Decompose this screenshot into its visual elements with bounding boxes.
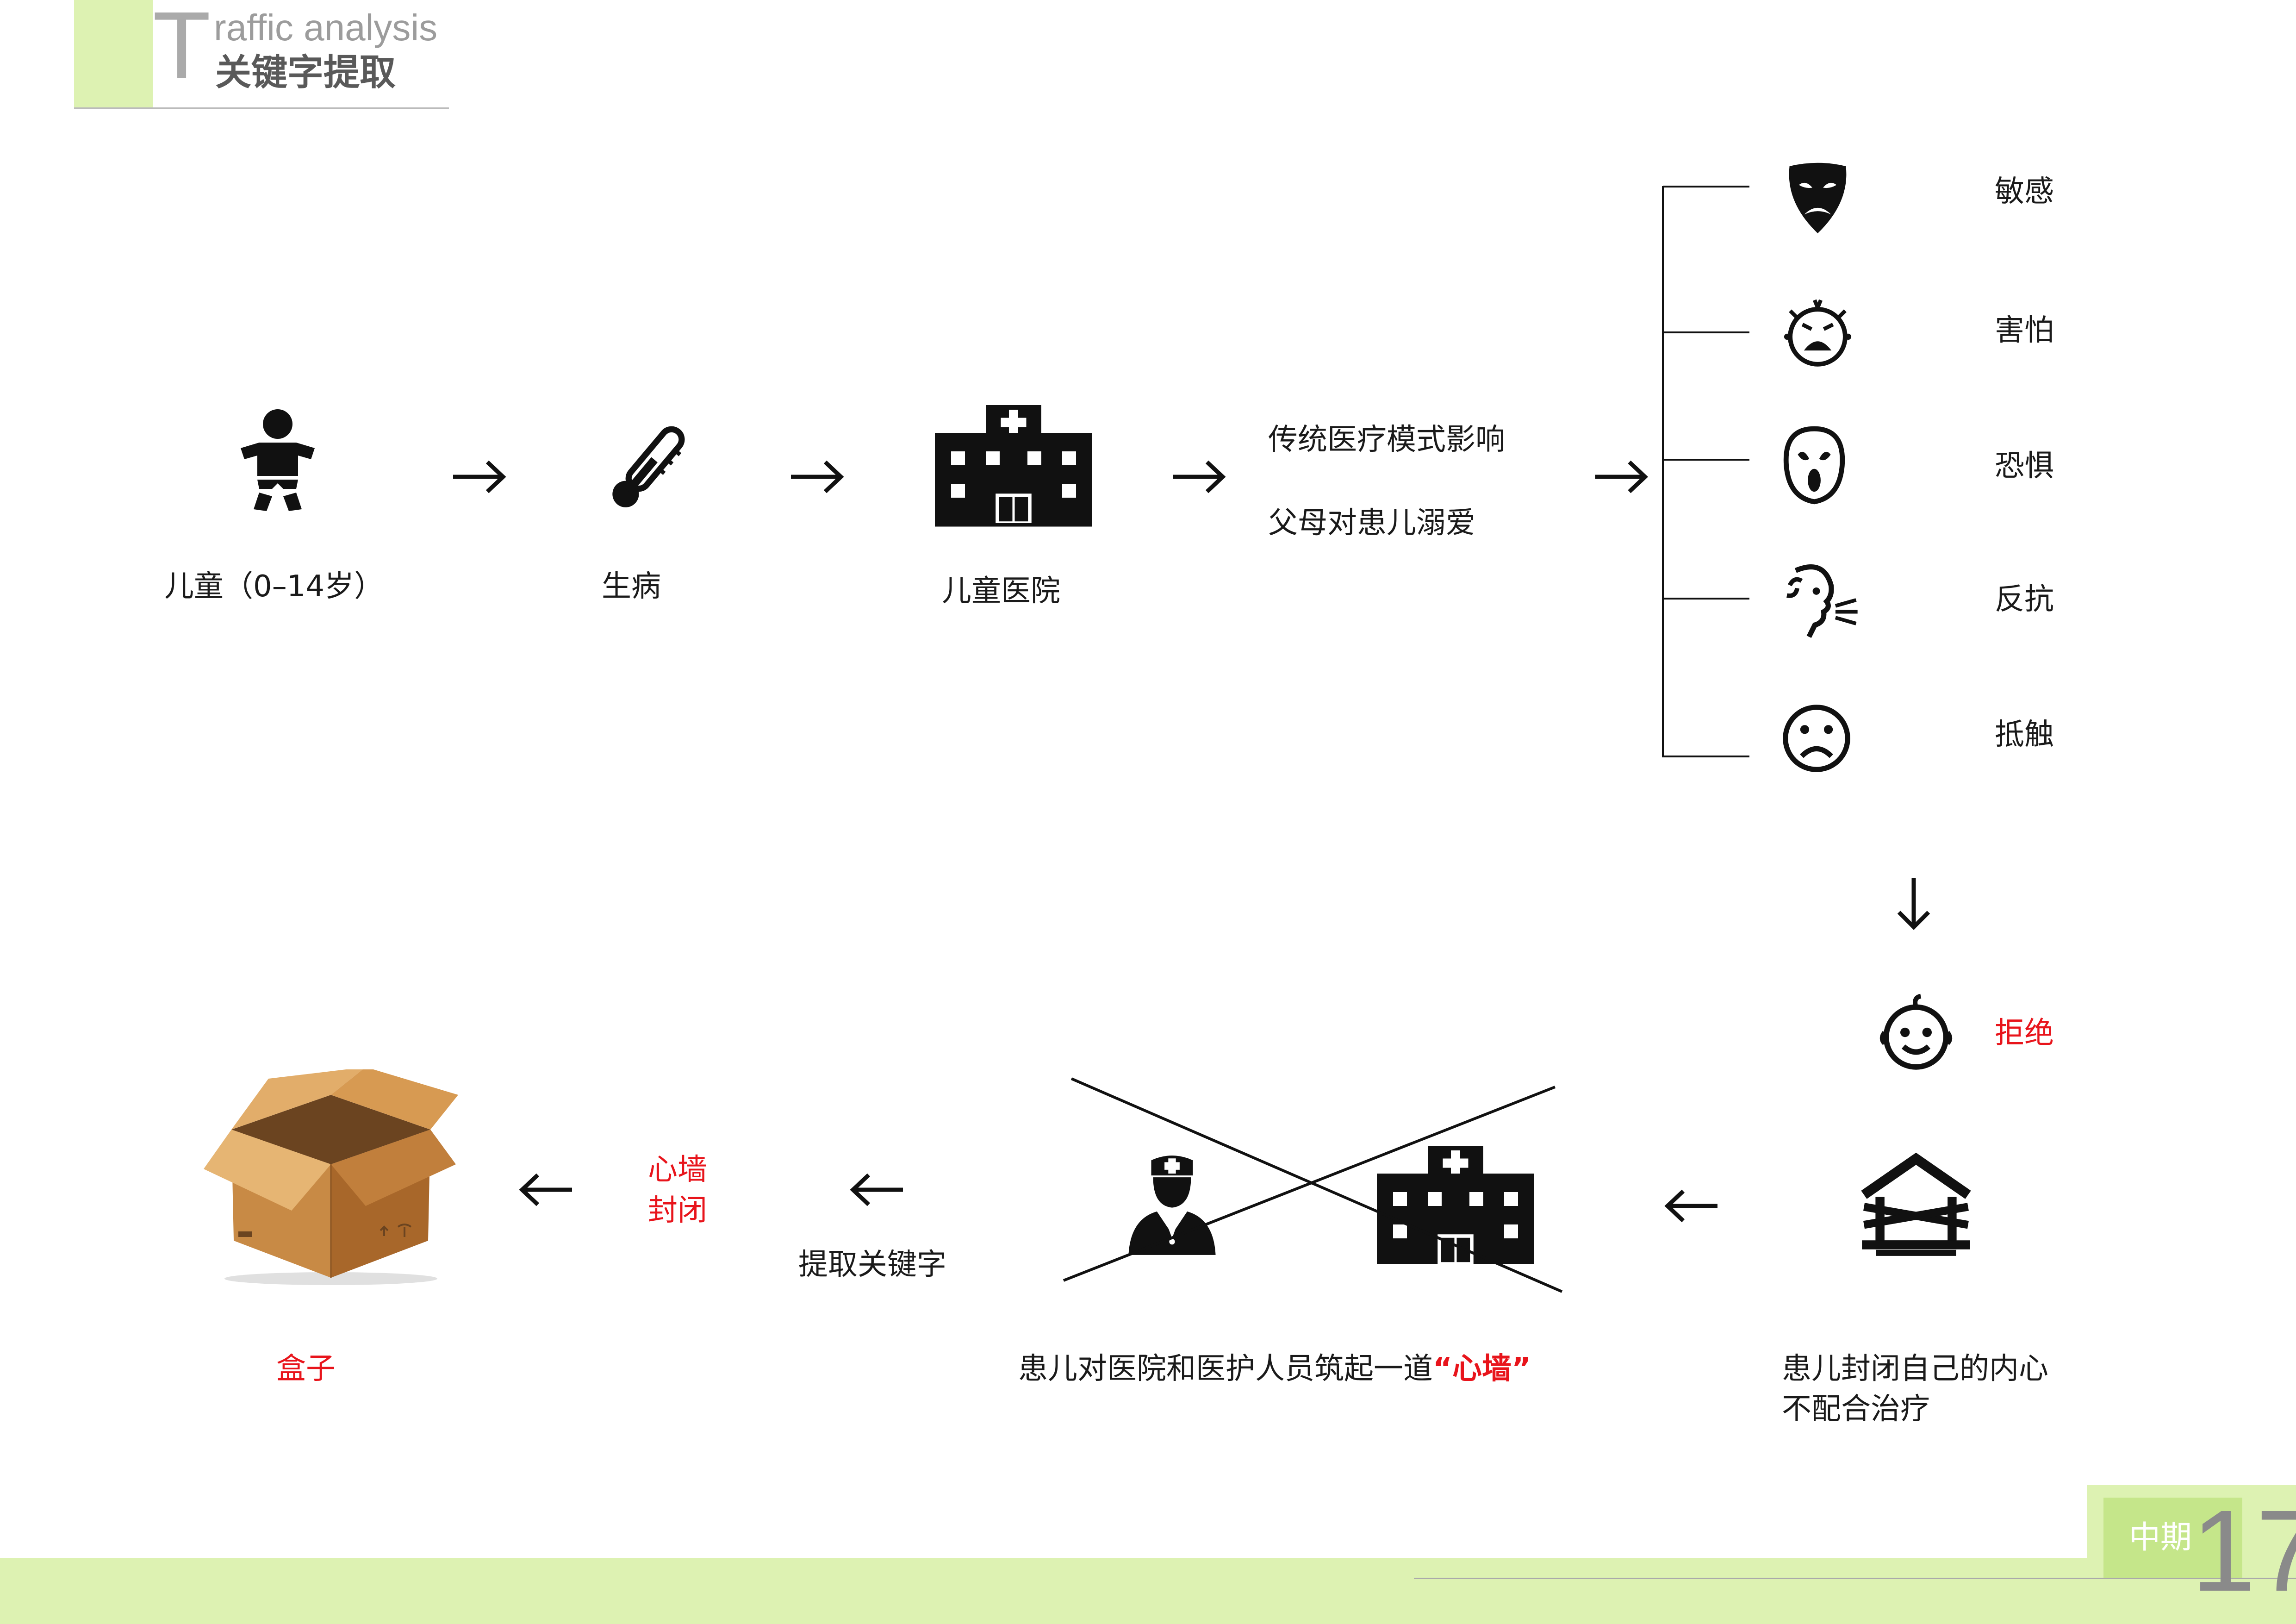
shouting-face-icon: [1780, 562, 1860, 641]
footer-divider: [1414, 1578, 2296, 1579]
extract-label: 提取关键字: [798, 1248, 946, 1282]
emotion-label-fear: 恐惧: [1995, 449, 2054, 483]
footer-stage-label: 中期: [2129, 1519, 2192, 1556]
cross-out-lines: [1060, 1074, 1569, 1296]
cardboard-box-icon: [199, 1069, 463, 1287]
baby-face-icon: [1877, 993, 1955, 1072]
influence-line-1: 传统医疗模式影响: [1268, 423, 1505, 457]
emotion-label-sensitive: 敏感: [1995, 175, 2054, 209]
refuse-label: 拒绝: [1995, 1016, 2054, 1050]
child-label: 儿童（0–14岁）: [164, 569, 384, 604]
wall-text: 患儿对医院和医护人员筑起一道: [1018, 1352, 1433, 1386]
footer-page-number: 17: [2191, 1486, 2296, 1615]
hospital-crossed-icon: [1375, 1143, 1537, 1268]
arrow-right-2: [789, 458, 845, 495]
header-title-cn: 关键字提取: [215, 52, 396, 94]
footer-green-band: [0, 1558, 2296, 1624]
self-close-line-2: 不配合治疗: [1782, 1392, 1930, 1426]
emotion-bracket: [1661, 185, 1752, 759]
heart-wall-line-2: 封闭: [648, 1193, 707, 1228]
thermometer-icon: [597, 417, 699, 518]
emotion-label-resist: 反抗: [1995, 582, 2054, 617]
header-big-letter: T: [153, 0, 211, 98]
header-underline: [74, 107, 449, 109]
footer-stage-box: [2103, 1498, 2242, 1579]
arrow-down: [1895, 875, 1932, 933]
doctor-icon: [1125, 1153, 1220, 1257]
arrow-left-3: [518, 1171, 574, 1208]
self-close-line-1: 患儿封闭自己的内心: [1782, 1352, 2048, 1386]
sad-face-icon: [1780, 701, 1854, 775]
hospital-label: 儿童医院: [942, 574, 1060, 608]
header-title-en: raffic analysis: [214, 7, 438, 48]
arrow-right-1: [451, 458, 507, 495]
sick-label: 生病: [602, 569, 661, 604]
emotion-label-reject: 抵触: [1995, 718, 2054, 752]
drama-mask-icon: [1784, 162, 1851, 236]
crying-face-icon: [1780, 294, 1856, 370]
header-green-block: [74, 0, 153, 109]
wall-description: 患儿对医院和医护人员筑起一道“心墙”: [1018, 1354, 1531, 1384]
baby-icon: [231, 407, 324, 514]
arrow-right-4: [1592, 458, 1650, 495]
arrow-left-1: [1664, 1187, 1719, 1224]
wall-quote: “心墙”: [1433, 1352, 1531, 1386]
influence-line-2: 父母对患儿溺爱: [1268, 506, 1475, 540]
scream-mask-icon: [1782, 426, 1847, 505]
emotion-label-afraid: 害怕: [1995, 313, 2054, 348]
hospital-icon: [933, 403, 1095, 528]
heart-wall-line-1: 心墙: [648, 1153, 707, 1187]
arrow-left-2: [849, 1171, 905, 1208]
sealed-house-icon: [1856, 1153, 1976, 1257]
arrow-right-3: [1171, 458, 1226, 495]
box-label: 盒子: [276, 1352, 336, 1386]
